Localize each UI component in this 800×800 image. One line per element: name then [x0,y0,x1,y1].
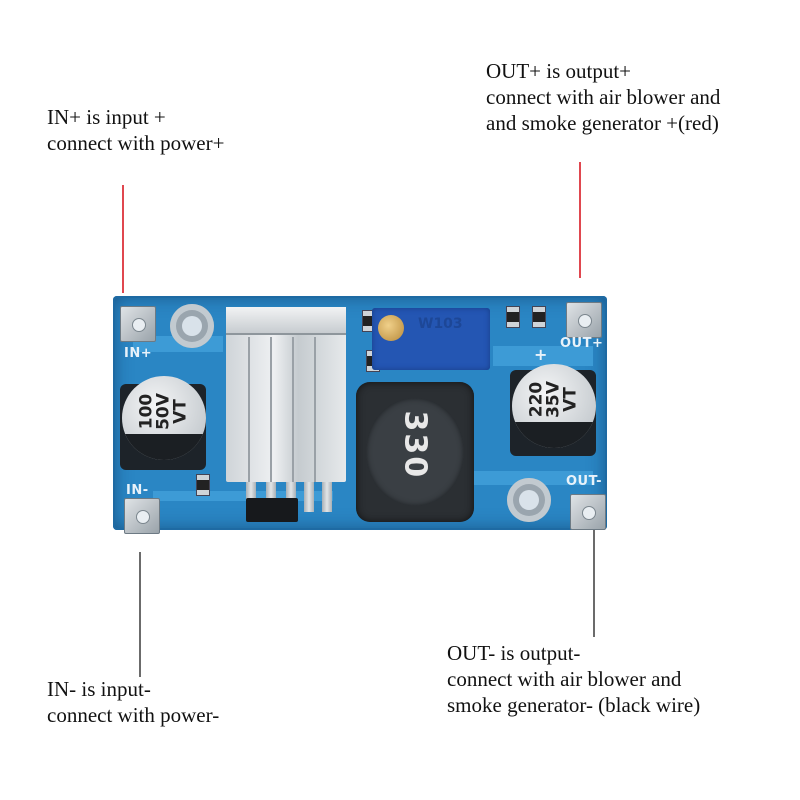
smd-component [532,306,546,328]
input-capacitor-series: VT [170,399,191,424]
heatsink-fin [292,337,294,482]
out-plus-annotation-line-1: OUT+ is output+ [486,59,632,83]
out-minus-leader-line [593,530,595,637]
silkscreen-in-plus: IN+ [124,346,153,361]
mounting-hole [507,478,551,522]
in-minus-annotation: IN- is input- connect with power- [47,676,219,728]
in-plus-annotation-line-1: IN+ is input + [47,105,166,129]
regulator-pin [266,482,276,512]
pcb-trace [153,491,333,501]
out-plus-terminal-pad [566,302,602,338]
smd-component [196,474,210,496]
regulator-pin [322,482,332,512]
potentiometer-adjust-screw [378,315,404,341]
in-minus-annotation-line-1: IN- is input- [47,677,151,701]
output-capacitor-marking: 220 35V VT [527,364,581,438]
input-capacitor-marking: 100 50V VT [137,376,191,450]
heatsink-top [226,307,346,335]
out-minus-annotation: OUT- is output- connect with air blower … [447,640,700,718]
in-plus-annotation-line-2: connect with power+ [47,131,225,155]
out-minus-annotation-line-3: smoke generator- (black wire) [447,693,701,717]
out-minus-annotation-line-1: OUT- is output- [447,641,581,665]
smd-component [506,306,520,328]
regulator-pin [246,482,256,512]
output-capacitor-series: VT [560,387,581,412]
in-plus-annotation: IN+ is input + connect with power+ [47,104,224,156]
power-inductor: 330 [356,382,474,522]
silkscreen-in-minus: IN- [126,483,149,498]
silkscreen-plus-mark: + [534,345,548,364]
in-plus-leader-line [122,185,124,293]
input-capacitor: 100 50V VT [122,376,206,460]
out-plus-annotation-line-2: connect with air blower and [486,85,721,109]
out-plus-annotation: OUT+ is output+ connect with air blower … [486,58,720,136]
capacitor-polarity-band [122,434,206,460]
regulator-pin [304,482,314,512]
out-minus-terminal-pad [570,494,606,530]
in-plus-terminal-pad [120,306,156,342]
out-plus-annotation-line-3: and smoke generator +(red) [486,111,719,135]
heatsink-fin [314,337,316,482]
pcb-trace [493,346,593,366]
potentiometer-marking: W103 [418,316,463,332]
heatsink-fin [248,337,250,482]
silkscreen-out-minus: OUT- [566,474,602,489]
in-minus-terminal-pad [124,498,160,534]
diode-component [246,498,298,522]
inductor-marking: 330 [397,410,433,480]
inductor-core [366,398,464,506]
trim-potentiometer: W103 [372,308,490,370]
in-minus-annotation-line-2: connect with power- [47,703,220,727]
out-minus-annotation-line-2: connect with air blower and [447,667,682,691]
heatsink-fin [270,337,272,482]
in-minus-leader-line [139,552,141,677]
regulator-pin [286,482,296,512]
output-capacitor: 220 35V VT [512,364,596,448]
regulator-heatsink [226,307,346,482]
out-plus-leader-line [579,162,581,278]
silkscreen-out-plus: OUT+ [560,336,604,351]
mounting-hole [170,304,214,348]
capacitor-polarity-band [512,422,596,448]
